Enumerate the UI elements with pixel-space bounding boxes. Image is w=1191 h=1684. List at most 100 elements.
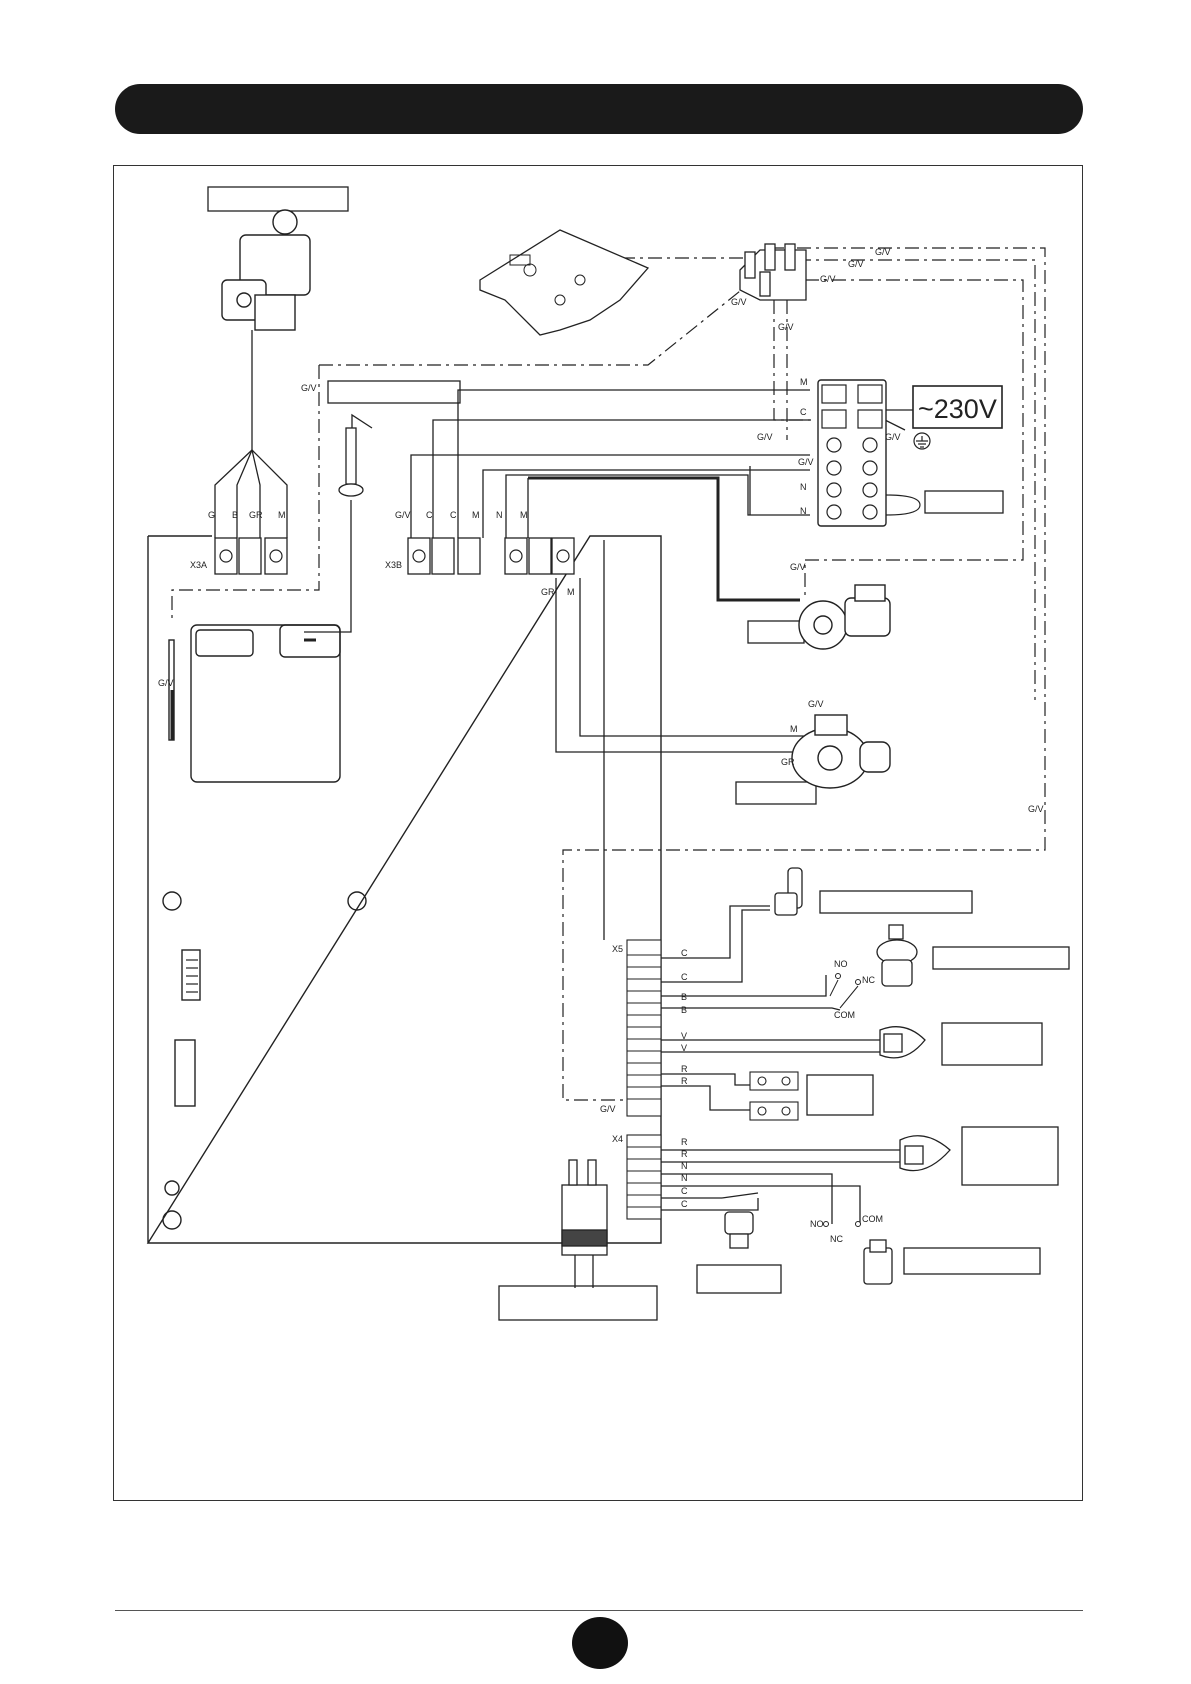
label-m-block: M (800, 377, 808, 387)
temperature-sensor-2 (899, 1135, 951, 1172)
terminal-block (817, 379, 887, 527)
label-box-ignition (327, 380, 461, 404)
label-gv-6: G/V (778, 322, 794, 332)
label-gv-7: G/V (757, 432, 773, 442)
label-x3a-g: G (208, 510, 215, 520)
label-x3b-m: M (472, 510, 480, 520)
label-x3b-c2: C (450, 510, 457, 520)
label-x4: X4 (612, 1134, 623, 1144)
label-x5-v1: V (681, 1031, 687, 1041)
header-bar (115, 84, 1083, 134)
control-board-outline (146, 535, 662, 1244)
fan (791, 714, 891, 789)
mains-voltage-label: ~230V (918, 394, 997, 424)
label-x4-c2: C (681, 1199, 688, 1209)
power-connector (561, 1159, 608, 1256)
label-x5-r1: R (681, 1064, 688, 1074)
label-gv-10: G/V (790, 562, 806, 572)
label-gr-fan-2: GR (781, 757, 795, 767)
jumper-block (749, 1071, 799, 1121)
gas-valve (221, 209, 311, 331)
label-box-sensor-2 (961, 1126, 1059, 1186)
label-gv-12: G/V (1028, 804, 1044, 814)
label-x5: X5 (612, 944, 623, 954)
label-x3a: X3A (190, 560, 207, 570)
label-x4-n1: N (681, 1161, 688, 1171)
board-hole-4 (162, 1210, 182, 1230)
flow-switch (774, 867, 803, 916)
label-box-sensor-1 (941, 1022, 1043, 1066)
label-x4-r2: R (681, 1149, 688, 1159)
label-box-gas-valve (207, 186, 349, 212)
label-box-pump (747, 620, 805, 644)
board-module-right (279, 624, 341, 658)
label-nc-2: NC (830, 1234, 843, 1244)
label-x4-c1: C (681, 1186, 688, 1196)
label-x4-n2: N (681, 1173, 688, 1183)
overheat-thermostat (724, 1211, 754, 1249)
label-box-thermostat (696, 1264, 782, 1294)
label-box-earth-strip (924, 490, 1004, 514)
board-hole-2 (347, 891, 367, 911)
label-gv-5: G/V (731, 297, 747, 307)
label-m-fan-2: M (790, 724, 798, 734)
label-com-2: COM (862, 1214, 883, 1224)
board-hole-1 (162, 891, 182, 911)
mains-supply-box (912, 385, 1003, 429)
label-gv-11: G/V (808, 699, 824, 709)
label-x3b-m2: M (520, 510, 528, 520)
label-nc-1: NC (862, 975, 875, 985)
label-box-flow-switch (819, 890, 973, 914)
label-gr-fan: GR (541, 587, 555, 597)
label-x3b-n: N (496, 510, 503, 520)
label-x5-b2: B (681, 1005, 687, 1015)
diagram-frame (113, 165, 1083, 1501)
label-box-fan (735, 781, 817, 805)
label-n-block-2: N (800, 506, 807, 516)
label-x5-b1: B (681, 992, 687, 1002)
pressure-switch (876, 924, 918, 987)
label-x3a-gr: GR (249, 510, 263, 520)
label-box-dip-switches (806, 1074, 874, 1116)
chassis-plate (479, 229, 650, 336)
label-box-power-connector (498, 1285, 658, 1321)
label-m-fan: M (567, 587, 575, 597)
label-n-block-1: N (800, 482, 807, 492)
board-hole-3 (164, 1180, 180, 1196)
label-x3b-c1: C (426, 510, 433, 520)
label-x5-c2: C (681, 972, 688, 982)
label-box-room-thermostat (903, 1247, 1041, 1275)
footer-rule (115, 1610, 1083, 1611)
label-x5-r2: R (681, 1076, 688, 1086)
label-x5-c1: C (681, 948, 688, 958)
label-gv-2: G/V (875, 247, 891, 257)
earth-symbol (913, 432, 931, 450)
board-module-left (190, 624, 341, 783)
room-thermostat (863, 1239, 893, 1285)
label-no-2: NO (810, 1219, 824, 1229)
ignition-electrode (338, 413, 373, 497)
label-gv-14: G/V (600, 1104, 616, 1114)
label-gv-3: G/V (848, 259, 864, 269)
page-number-badge (572, 1617, 628, 1669)
temperature-sensor-1 (879, 1026, 926, 1059)
label-no-1: NO (834, 959, 848, 969)
label-x3a-m: M (278, 510, 286, 520)
label-x3a-b: B (232, 510, 238, 520)
label-x4-r1: R (681, 1137, 688, 1147)
label-gv-15: G/V (395, 510, 411, 520)
label-x5-v2: V (681, 1043, 687, 1053)
label-gv-4: G/V (820, 274, 836, 284)
board-ribbon-connector (174, 1039, 196, 1107)
label-gv-8: G/V (885, 432, 901, 442)
label-gv-1: G/V (301, 383, 317, 393)
board-header-connector (181, 949, 201, 1001)
label-x3b: X3B (385, 560, 402, 570)
label-gv-9: G/V (798, 457, 814, 467)
label-c-block: C (800, 407, 807, 417)
label-com-1: COM (834, 1010, 855, 1020)
label-gv-13: G/V (158, 678, 174, 688)
pump (798, 584, 891, 650)
label-box-pressure-switch (932, 946, 1070, 970)
